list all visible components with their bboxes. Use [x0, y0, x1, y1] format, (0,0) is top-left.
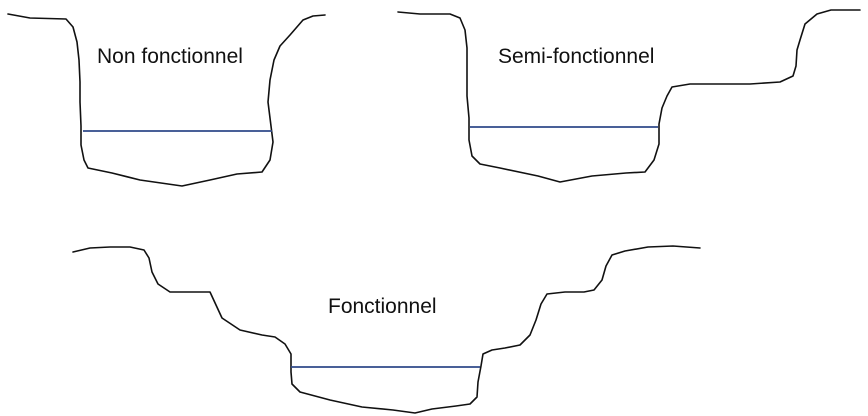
label-non-fonctionnel: Non fonctionnel	[97, 45, 243, 68]
channel-profile-fonctionnel	[72, 245, 701, 414]
channel-profile-semi-fonctionnel	[397, 9, 861, 183]
label-fonctionnel: Fonctionnel	[328, 295, 437, 318]
panel-semi-fonctionnel: Semi-fonctionnel	[397, 9, 861, 183]
channel-profile-non-fonctionnel	[7, 13, 326, 187]
panel-fonctionnel: Fonctionnel	[72, 245, 701, 414]
label-semi-fonctionnel: Semi-fonctionnel	[498, 45, 654, 68]
panel-non-fonctionnel: Non fonctionnel	[7, 13, 326, 187]
